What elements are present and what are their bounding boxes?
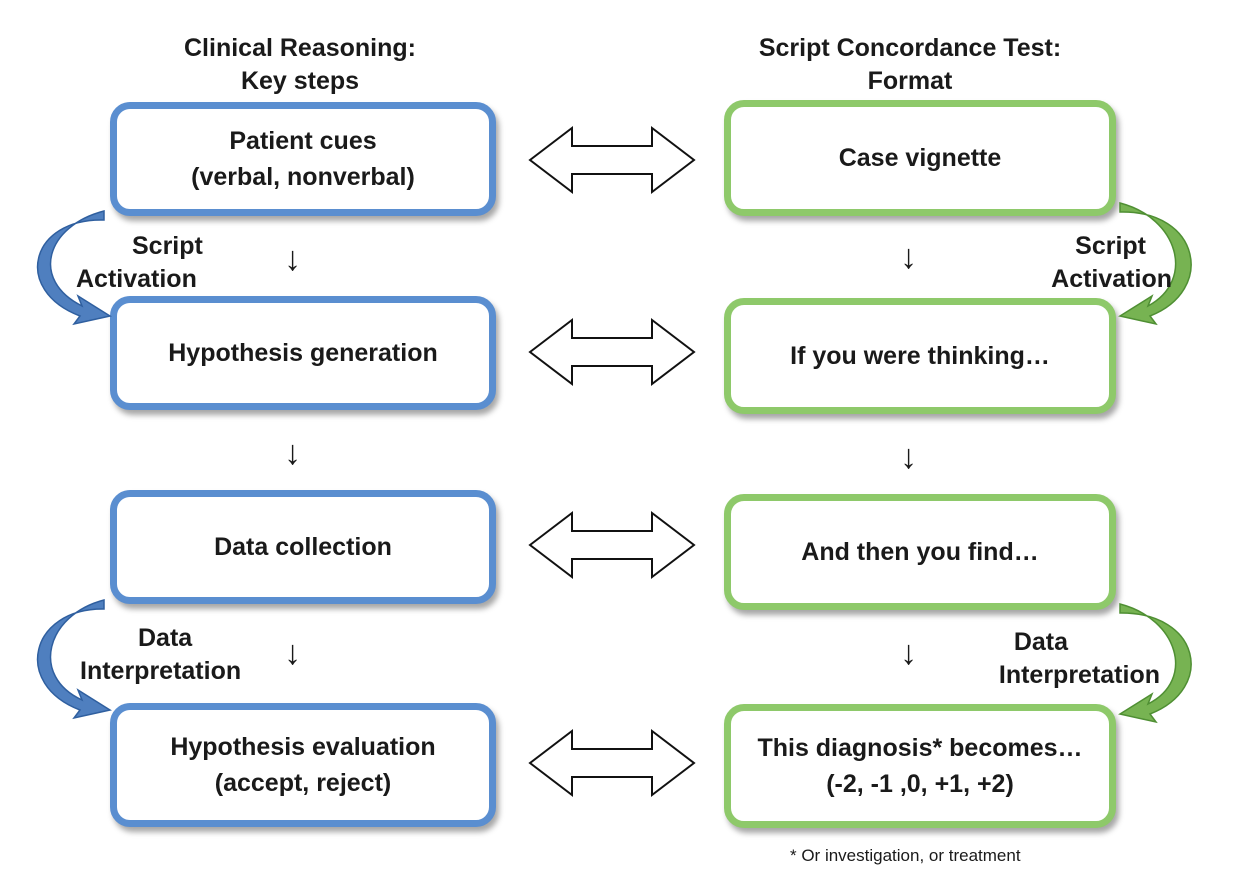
box-data-collection-line-1: Data collection	[214, 533, 392, 561]
label-data-interpretation-left: Data Interpretation	[80, 622, 280, 688]
label-data-interpretation-right: Data Interpretation	[972, 626, 1160, 692]
left-heading-line-2: Key steps	[240, 67, 360, 95]
box-hypothesis-evaluation: Hypothesis evaluation (accept, reject)	[110, 703, 496, 827]
box-and-then-you-find: And then you find…	[724, 494, 1116, 610]
box-and-then-you-find-line-1: And then you find…	[801, 538, 1039, 566]
box-hypothesis-generation: Hypothesis generation	[110, 296, 496, 410]
box-if-you-were-thinking: If you were thinking…	[724, 298, 1116, 414]
left-heading-line-1: Clinical Reasoning:	[184, 34, 416, 62]
label-script-activation-right: Script Activation	[1012, 230, 1172, 296]
label-line: Activation	[1051, 265, 1172, 293]
box-case-vignette: Case vignette	[724, 100, 1116, 216]
label-line: Data	[138, 624, 193, 652]
box-hypothesis-evaluation-line-2: (accept, reject)	[214, 769, 392, 797]
down-arrow-icon: ↓	[900, 238, 917, 276]
label-line: Interpretation	[80, 657, 242, 685]
box-patient-cues-line-1: Patient cues	[229, 127, 377, 155]
box-hypothesis-generation-line-1: Hypothesis generation	[168, 339, 438, 367]
label-line: Activation	[76, 265, 197, 293]
curved-arrow-right-bottom-icon	[1118, 603, 1192, 724]
footnote: * Or investigation, or treatment	[790, 846, 1021, 865]
down-arrow-icon: ↓	[284, 634, 301, 672]
double-arrow-icon	[528, 728, 696, 798]
down-arrow-icon: ↓	[284, 240, 301, 278]
label-line: Data	[1013, 628, 1068, 656]
curved-arrow-right-top-icon	[1118, 202, 1192, 326]
down-arrow-icon: ↓	[284, 434, 301, 472]
label-line: Interpretation	[998, 661, 1160, 689]
right-heading-line-1: Script Concordance Test:	[758, 34, 1062, 62]
right-heading-line-2: Format	[867, 67, 953, 95]
down-arrow-icon: ↓	[900, 438, 917, 476]
double-arrow-icon	[528, 510, 696, 580]
box-this-diagnosis-becomes-line-1: This diagnosis* becomes…	[757, 734, 1083, 762]
box-this-diagnosis-becomes-line-2: (-2, -1 ,0, +1, +2)	[826, 770, 1014, 798]
right-column-heading: Script Concordance Test: Format	[735, 32, 1085, 98]
box-patient-cues: Patient cues (verbal, nonverbal)	[110, 102, 496, 216]
box-case-vignette-line-1: Case vignette	[838, 144, 1002, 172]
down-arrow-icon: ↓	[900, 634, 917, 672]
double-arrow-icon	[528, 317, 696, 387]
box-this-diagnosis-becomes: This diagnosis* becomes… (-2, -1 ,0, +1,…	[724, 704, 1116, 828]
box-if-you-were-thinking-line-1: If you were thinking…	[790, 342, 1050, 370]
label-line: Script	[132, 232, 203, 260]
label-script-activation-left: Script Activation	[76, 230, 236, 296]
curved-arrow-left-top-icon	[37, 210, 112, 326]
box-data-collection: Data collection	[110, 490, 496, 604]
curved-arrow-left-bottom-icon	[37, 599, 112, 720]
box-patient-cues-line-2: (verbal, nonverbal)	[191, 163, 415, 191]
double-arrow-icon	[528, 125, 696, 195]
left-column-heading: Clinical Reasoning: Key steps	[150, 32, 450, 98]
box-hypothesis-evaluation-line-1: Hypothesis evaluation	[170, 733, 436, 761]
label-line: Script	[1075, 232, 1146, 260]
